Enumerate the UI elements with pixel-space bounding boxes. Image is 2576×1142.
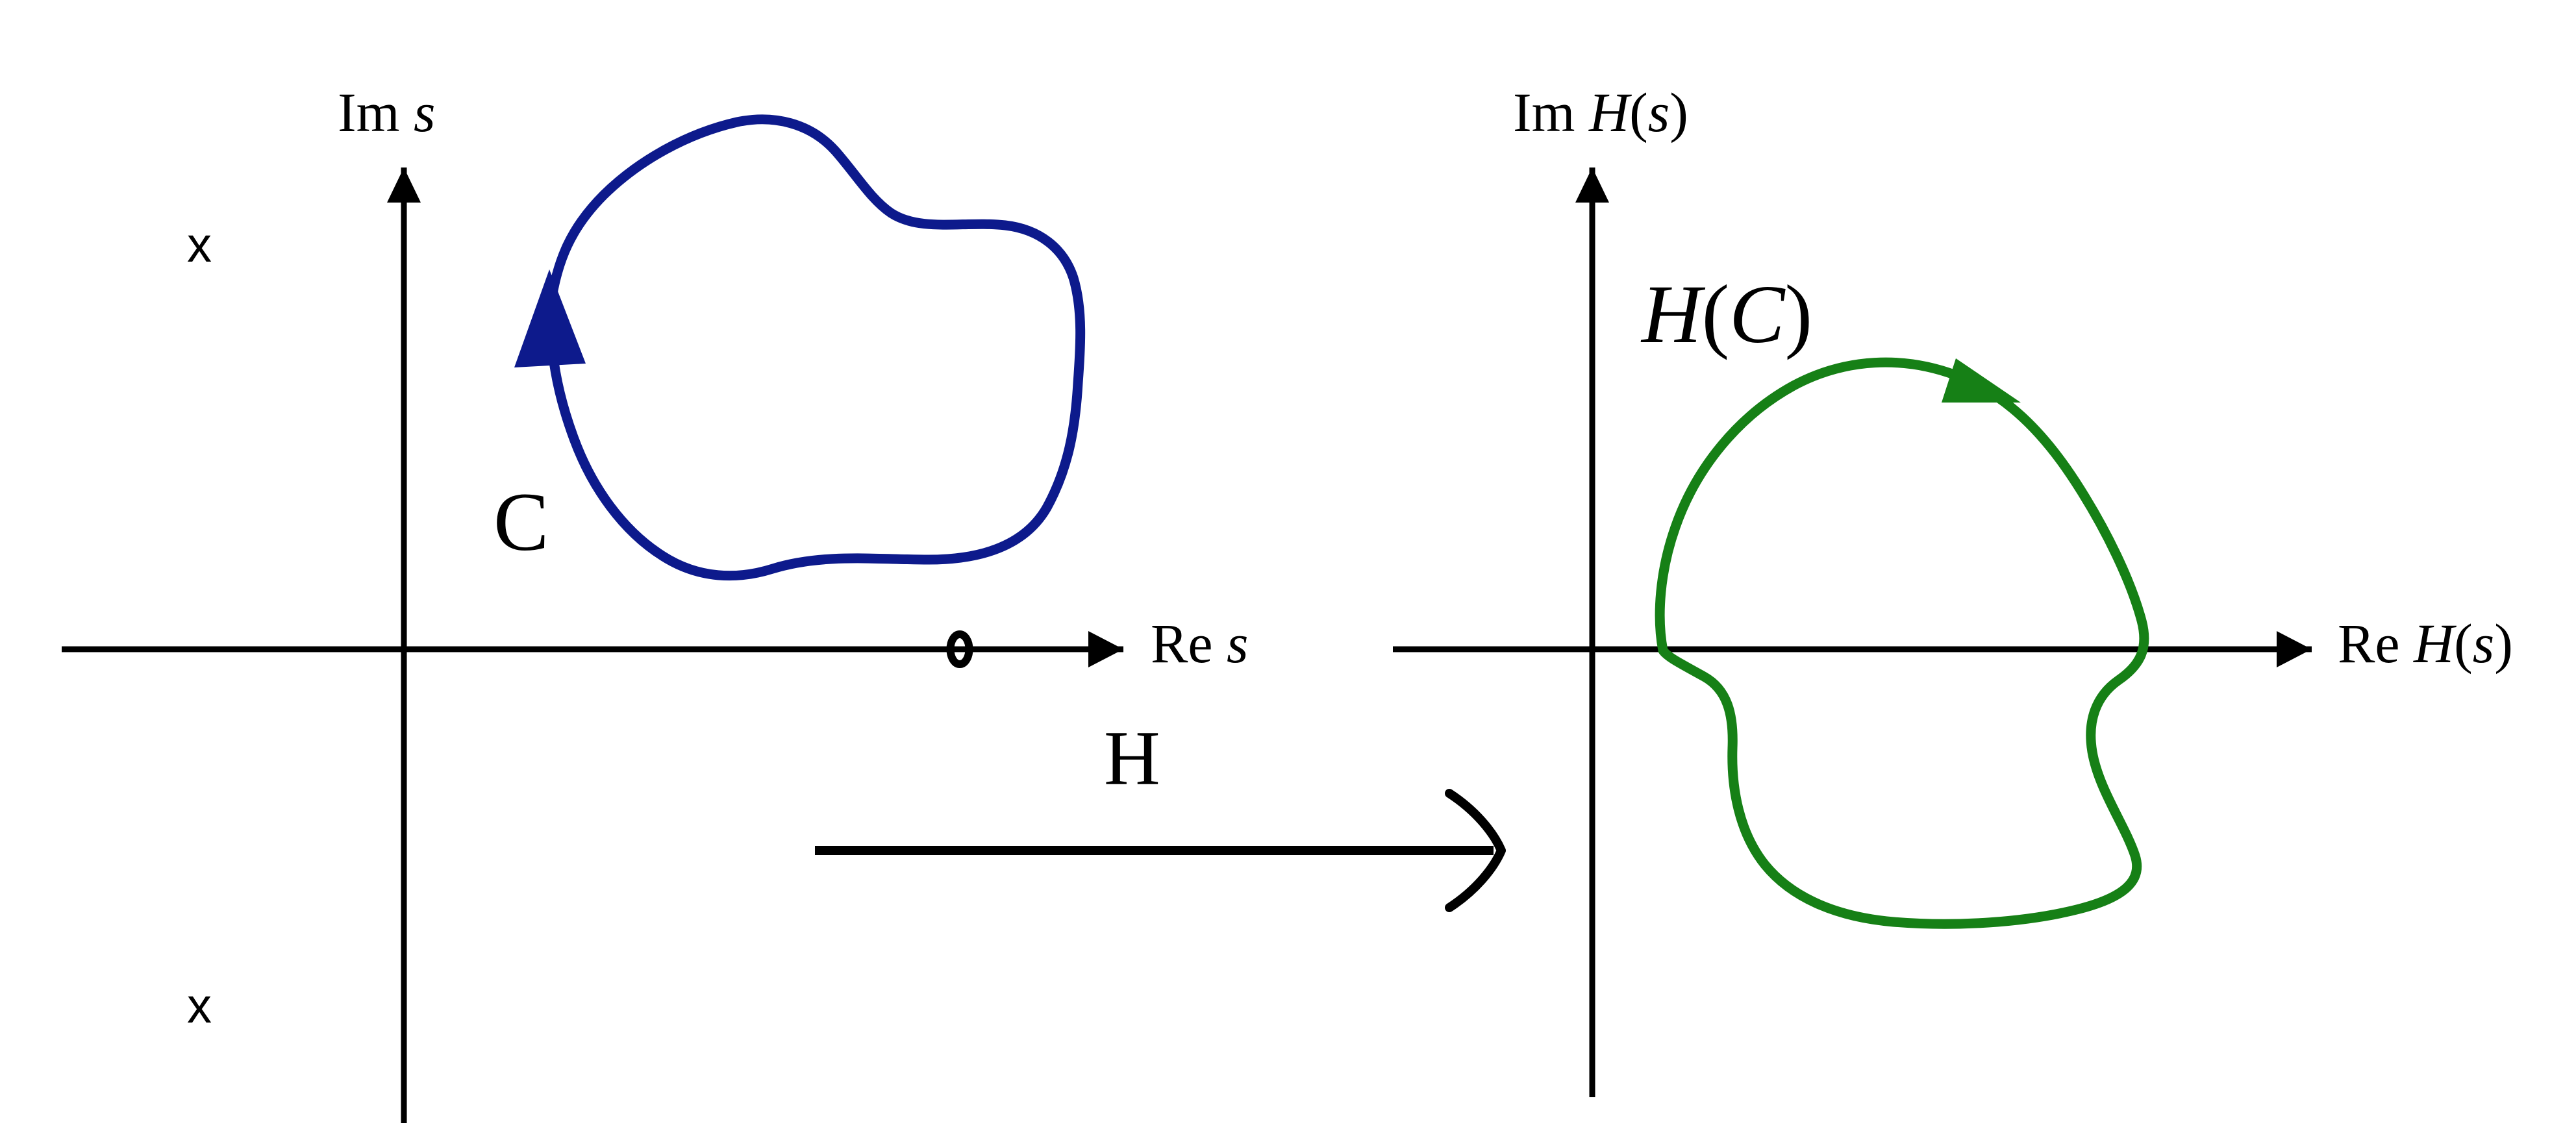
right-plane-axes [1393,168,2312,1097]
zero-marker-group [946,630,973,668]
right-imag-axis-label-variable: s [1647,81,1670,143]
contour-hc-label-variable: C [1729,268,1785,360]
left-imag-axis-arrowhead-icon [387,168,421,203]
mapping-arrow-group [815,789,1506,912]
left-real-axis-arrowhead-icon [1088,631,1123,667]
left-real-axis-label: Re s [1151,615,1249,671]
right-real-axis-label-close-paren: ) [2494,612,2513,675]
right-real-axis-label: Re H(s) [2338,615,2513,671]
contour-c-path [545,114,1086,581]
pole-marker-upper: x [187,217,212,273]
contour-hc-group [1655,357,2149,929]
contour-hc-path [1655,357,2149,929]
left-plane-axes [62,168,1123,1123]
right-imag-axis-label-prefix: Im [1513,81,1575,143]
right-imag-axis-label-close-paren: ) [1669,81,1688,143]
mapping-label: H [1104,715,1160,801]
zero-marker-icon [946,630,973,668]
pole-marker-lower: x [187,978,212,1034]
left-real-axis-label-variable: s [1227,612,1249,675]
mapping-arrowhead-icon [1445,789,1506,912]
right-imag-axis-arrowhead-icon [1575,168,1609,203]
contour-hc-label-function: H [1642,268,1702,360]
right-real-axis-label-variable: s [2472,612,2495,675]
right-imag-axis-label-function: H [1589,81,1630,143]
right-real-axis-label-prefix: Re [2338,612,2400,675]
contour-hc-direction-arrowhead-icon [1942,358,2021,403]
left-real-axis-label-prefix: Re [1151,612,1213,675]
right-real-axis-label-function: H [2414,612,2455,675]
left-imag-axis-label-prefix: Im [338,81,400,143]
right-imag-axis-label: Im H(s) [1513,84,1688,140]
contour-hc-label-close-paren: ) [1784,268,1813,360]
right-imag-axis-label-open-paren: ( [1629,81,1648,143]
left-imag-axis-label: Im s [338,84,436,140]
right-real-axis-arrowhead-icon [2277,631,2312,667]
contour-hc-label: H(C) [1642,273,1812,356]
right-real-axis-label-open-paren: ( [2454,612,2473,675]
contour-c-direction-arrowhead-icon [514,269,586,367]
left-imag-axis-label-variable: s [414,81,436,143]
contour-hc-label-open-paren: ( [1701,268,1730,360]
contour-c-group [514,114,1086,581]
contour-c-label: C [494,476,549,568]
